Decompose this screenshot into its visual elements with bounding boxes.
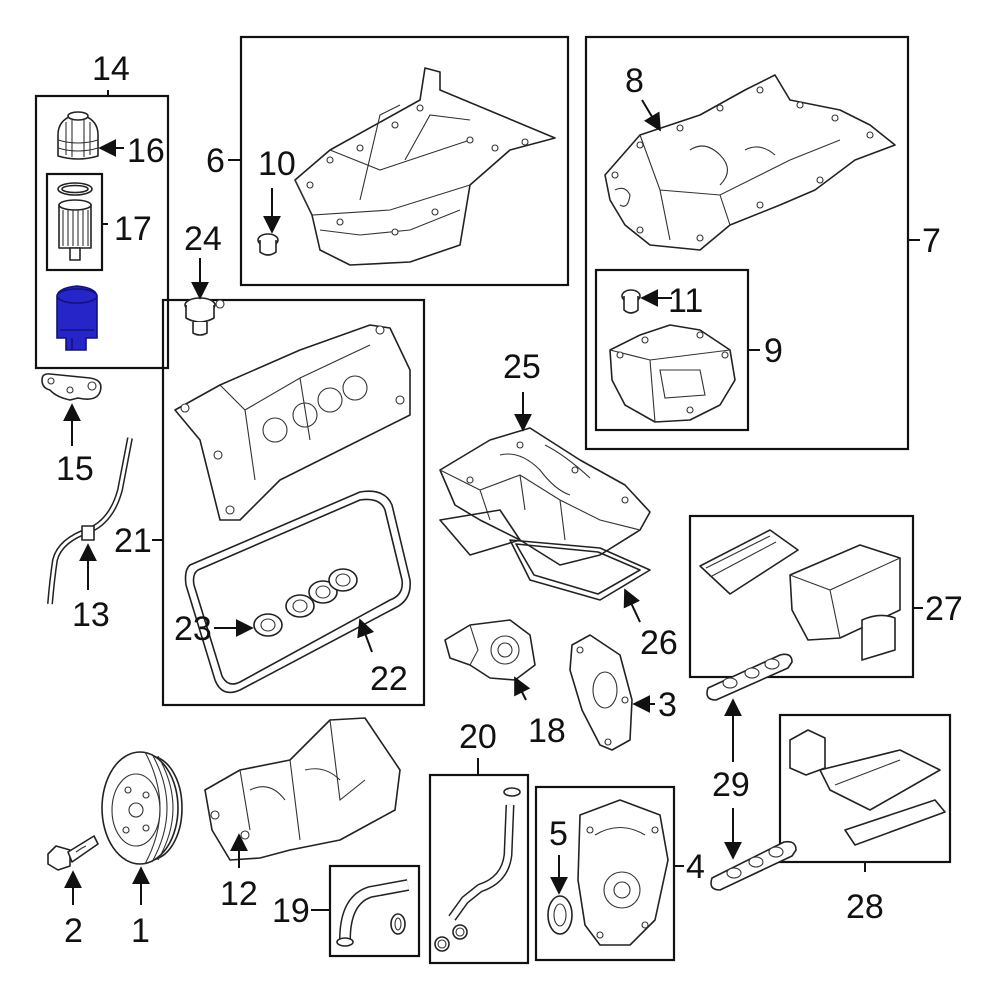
oil-filter-element-17[interactable] xyxy=(57,182,93,261)
oil-filter-cap-16[interactable] xyxy=(57,111,99,160)
callout-4: 4 xyxy=(686,848,705,886)
callout-27: 27 xyxy=(925,590,963,628)
exhaust-gasket-lower-29[interactable] xyxy=(710,840,797,891)
callout-10: 10 xyxy=(258,145,296,183)
group-box-17 xyxy=(45,172,104,272)
callout-3: 3 xyxy=(658,686,677,724)
callout-5: 5 xyxy=(549,815,568,853)
oil-filter-housing-highlight[interactable] xyxy=(56,285,98,351)
drain-plug-10[interactable] xyxy=(257,233,279,256)
callout-16: 16 xyxy=(127,132,165,170)
callout-9: 9 xyxy=(764,332,783,370)
sensor-24[interactable] xyxy=(184,297,225,336)
spark-plug-seals-23[interactable] xyxy=(253,568,358,637)
tray-28[interactable] xyxy=(789,729,946,846)
callout-22: 22 xyxy=(370,660,408,698)
callout-numbers: 14 16 17 15 13 24 6 10 8 7 11 9 25 26 21… xyxy=(56,50,963,950)
water-pump-18[interactable] xyxy=(444,619,536,681)
dipstick-tube-13[interactable] xyxy=(47,437,133,605)
coolant-pipe-20[interactable] xyxy=(434,787,521,952)
intake-gaskets-26[interactable] xyxy=(439,509,651,601)
callout-7: 7 xyxy=(922,222,941,260)
callout-6: 6 xyxy=(206,142,225,180)
pulley-bolt-2[interactable] xyxy=(47,835,99,871)
bedplate-12[interactable] xyxy=(204,717,401,861)
callout-2: 2 xyxy=(64,912,83,950)
callout-21: 21 xyxy=(114,522,152,560)
callout-29: 29 xyxy=(712,766,750,804)
oil-pan-8[interactable] xyxy=(604,74,896,251)
exhaust-gasket-upper-29[interactable] xyxy=(706,653,793,701)
crankshaft-pulley-1[interactable] xyxy=(101,751,183,865)
group-box-14 xyxy=(34,94,170,370)
group-box-27 xyxy=(688,514,915,679)
timing-cover-3[interactable] xyxy=(569,634,633,751)
oil-sump-9[interactable] xyxy=(609,324,736,423)
callout-20: 20 xyxy=(459,718,497,756)
coolant-hose-19[interactable] xyxy=(336,879,410,947)
upper-oil-pan-6[interactable] xyxy=(294,67,556,266)
callout-13: 13 xyxy=(72,596,110,634)
group-box-20 xyxy=(428,773,530,965)
callout-26: 26 xyxy=(640,624,678,662)
air-box-27[interactable] xyxy=(699,529,901,661)
front-cover-4[interactable] xyxy=(577,799,669,946)
valve-cover-gasket-22[interactable] xyxy=(184,490,412,694)
housing-gasket-15[interactable] xyxy=(41,373,102,401)
group-box-7 xyxy=(584,35,910,451)
callout-24: 24 xyxy=(184,220,222,258)
callout-12: 12 xyxy=(220,875,258,913)
leader-lines xyxy=(63,90,923,911)
group-box-4 xyxy=(534,785,676,962)
callout-11: 11 xyxy=(668,282,703,320)
callout-14: 14 xyxy=(92,50,130,88)
drain-plug-11[interactable] xyxy=(621,289,641,314)
valve-cover-21[interactable] xyxy=(174,324,411,521)
callout-19: 19 xyxy=(272,892,310,930)
callout-23: 23 xyxy=(174,610,212,648)
callout-15: 15 xyxy=(56,450,94,488)
callout-25: 25 xyxy=(503,348,541,386)
callout-28: 28 xyxy=(846,888,884,926)
callout-1: 1 xyxy=(131,912,150,950)
callout-17: 17 xyxy=(114,210,152,248)
intake-manifold-25[interactable] xyxy=(439,427,651,566)
front-seal-5[interactable] xyxy=(547,895,573,935)
callout-18: 18 xyxy=(528,712,566,750)
group-box-21 xyxy=(161,298,426,707)
callout-8: 8 xyxy=(625,62,644,100)
